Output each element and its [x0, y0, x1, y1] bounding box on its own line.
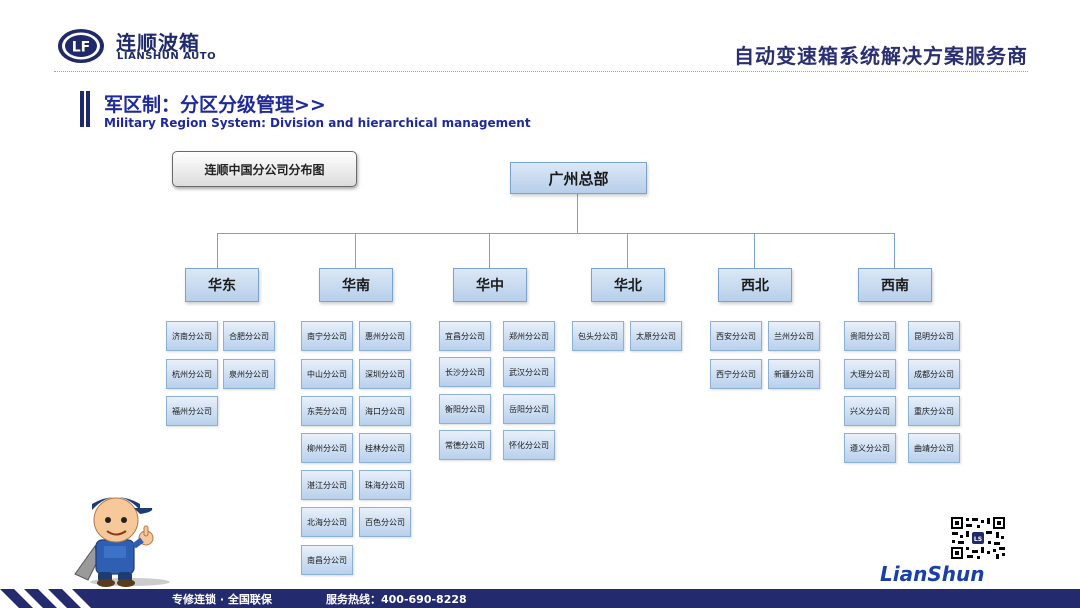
branch-map-button[interactable]: 连顺中国分公司分布图 [172, 151, 357, 187]
lianshun-logo-icon: LF [58, 29, 104, 63]
branch-node: 福州分公司 [166, 396, 218, 426]
section-title: 军区制：分区分级管理>> [104, 94, 326, 116]
branch-node: 包头分公司 [572, 321, 624, 351]
branch-node: 深圳分公司 [359, 359, 411, 389]
branch-node: 兴义分公司 [844, 396, 896, 426]
branch-node: 泉州分公司 [223, 359, 275, 389]
branch-node: 西安分公司 [710, 321, 762, 351]
branch-node: 常德分公司 [439, 430, 491, 460]
region-connector [355, 233, 356, 268]
brand-script-logo: LianShun [880, 562, 985, 586]
branch-node: 惠州分公司 [359, 321, 411, 351]
region-node-xibei: 西北 [718, 268, 792, 302]
brand-name-en: LIANSHUN AUTO [117, 51, 217, 62]
branch-node: 珠海分公司 [359, 470, 411, 500]
hq-node: 广州总部 [510, 162, 647, 194]
branch-node: 遵义分公司 [844, 433, 896, 463]
branch-node: 重庆分公司 [908, 396, 960, 426]
region-connector [754, 233, 755, 268]
region-node-huadong: 华东 [185, 268, 259, 302]
qr-code[interactable]: LS [950, 516, 1006, 560]
branch-node: 成都分公司 [908, 359, 960, 389]
footer-slogan: 专修连锁 · 全国联保 [172, 593, 272, 606]
branch-node: 岳阳分公司 [503, 394, 555, 424]
tagline: 自动变速箱系统解决方案服务商 [734, 44, 1028, 68]
section-subtitle: Military Region System: Division and hie… [104, 116, 531, 130]
header-divider [54, 71, 1028, 72]
branch-node: 柳州分公司 [301, 433, 353, 463]
footer-bar [0, 589, 1080, 608]
branch-node: 百色分公司 [359, 507, 411, 537]
qr-logo-letters: LS [974, 536, 982, 543]
branch-node: 南宁分公司 [301, 321, 353, 351]
branch-node: 中山分公司 [301, 359, 353, 389]
region-bus-connector [217, 233, 894, 234]
region-connector [489, 233, 490, 268]
mechanic-mascot-icon [74, 497, 170, 587]
branch-node: 宜昌分公司 [439, 321, 491, 351]
footer-hotline: 服务热线：400-690-8228 [326, 593, 467, 606]
region-connector [627, 233, 628, 268]
branch-node: 桂林分公司 [359, 433, 411, 463]
branch-node: 南昌分公司 [301, 545, 353, 575]
hq-connector [577, 192, 578, 233]
branch-node: 衡阳分公司 [439, 394, 491, 424]
title-accent-bars [80, 91, 94, 127]
branch-node: 兰州分公司 [768, 321, 820, 351]
branch-node: 长沙分公司 [439, 357, 491, 387]
logo-letters: LF [72, 40, 90, 56]
branch-node: 太原分公司 [630, 321, 682, 351]
branch-node: 合肥分公司 [223, 321, 275, 351]
region-connector [217, 233, 218, 268]
branch-node: 西宁分公司 [710, 359, 762, 389]
branch-node: 济南分公司 [166, 321, 218, 351]
branch-node: 贵阳分公司 [844, 321, 896, 351]
branch-node: 曲靖分公司 [908, 433, 960, 463]
region-node-xinan: 西南 [858, 268, 932, 302]
branch-node: 郑州分公司 [503, 321, 555, 351]
footer-stripes [0, 589, 130, 608]
brand-name-cn: 连顺波箱 [116, 31, 200, 55]
region-node-huanan: 华南 [319, 268, 393, 302]
branch-node: 大理分公司 [844, 359, 896, 389]
branch-node: 武汉分公司 [503, 357, 555, 387]
branch-node: 海口分公司 [359, 396, 411, 426]
region-node-huazhong: 华中 [453, 268, 527, 302]
region-connector [894, 233, 895, 268]
branch-node: 昆明分公司 [908, 321, 960, 351]
region-node-huabei: 华北 [591, 268, 665, 302]
branch-node: 新疆分公司 [768, 359, 820, 389]
branch-node: 杭州分公司 [166, 359, 218, 389]
branch-node: 怀化分公司 [503, 430, 555, 460]
branch-node: 湛江分公司 [301, 470, 353, 500]
branch-node: 东莞分公司 [301, 396, 353, 426]
branch-node: 北海分公司 [301, 507, 353, 537]
